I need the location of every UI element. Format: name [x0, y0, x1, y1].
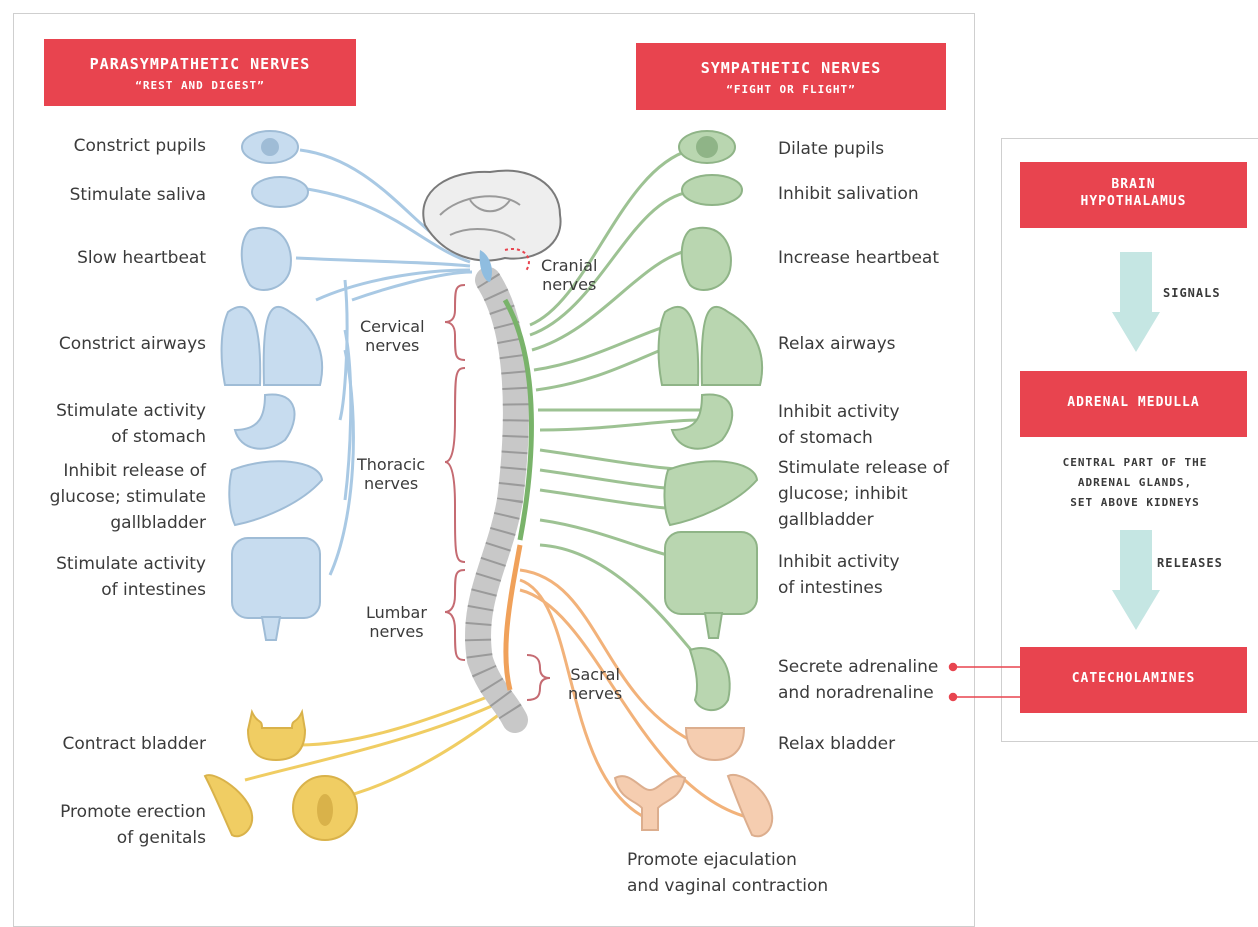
- symp-label-airways: Relax airways: [778, 331, 895, 357]
- adrenal-medulla-box: ADRENAL MEDULLA: [1020, 371, 1247, 437]
- nerve-group-braces: [445, 285, 550, 700]
- liver-icon: [229, 461, 322, 525]
- releases-arrow-icon: [1112, 530, 1160, 630]
- sympathetic-header: SYMPATHETIC NERVES “FIGHT OR FLIGHT”: [636, 43, 946, 110]
- heart-icon: [682, 228, 731, 290]
- symp-label-heartbeat: Increase heartbeat: [778, 245, 939, 271]
- male-genitals-icon: [205, 775, 252, 836]
- signals-arrow-icon: [1112, 252, 1160, 352]
- kidney-icon: [690, 648, 730, 710]
- stomach-icon: [235, 394, 295, 448]
- salivary-gland-icon: [252, 177, 308, 207]
- heart-icon: [242, 228, 291, 290]
- bladder-icon: [248, 712, 305, 760]
- para-label-heartbeat: Slow heartbeat: [77, 245, 206, 271]
- bladder-icon: [686, 728, 744, 760]
- intestines-icon: [665, 532, 757, 614]
- symp-label-bladder: Relax bladder: [778, 731, 895, 757]
- spine-illustration: [478, 280, 531, 720]
- salivary-gland-icon: [682, 175, 742, 205]
- liver-icon: [664, 461, 757, 525]
- parasympathetic-title: PARASYMPATHETIC NERVES: [44, 55, 356, 73]
- para-label-pupils: Constrict pupils: [74, 133, 206, 159]
- left-lung-icon: [659, 307, 699, 385]
- pathway-arrows: [1112, 252, 1160, 630]
- parasympathetic-header: PARASYMPATHETIC NERVES “REST AND DIGEST”: [44, 39, 356, 106]
- sympathetic-subtitle: “FIGHT OR FLIGHT”: [636, 83, 946, 96]
- left-lung-icon: [222, 307, 261, 385]
- symp-label-saliva: Inhibit salivation: [778, 181, 919, 207]
- para-label-airways: Constrict airways: [59, 331, 206, 357]
- male-genitals-icon: [728, 775, 772, 836]
- brain-hypothalamus-box: BRAIN HYPOTHALAMUS: [1020, 162, 1247, 228]
- sacral-organs: [205, 712, 772, 840]
- sympathetic-title: SYMPATHETIC NERVES: [636, 59, 946, 77]
- adrenaline-connector: [950, 664, 1021, 701]
- symp-label-pupils: Dilate pupils: [778, 136, 884, 162]
- releases-label: RELEASES: [1157, 556, 1223, 570]
- para-label-saliva: Stimulate saliva: [70, 182, 206, 208]
- parasympathetic-subtitle: “REST AND DIGEST”: [44, 79, 356, 92]
- signals-label: SIGNALS: [1163, 286, 1221, 300]
- intestines-icon: [232, 538, 320, 618]
- para-label-bladder: Contract bladder: [63, 731, 207, 757]
- catecholamines-box: CATECHOLAMINES: [1020, 647, 1247, 713]
- parasympathetic-organs: [222, 131, 323, 640]
